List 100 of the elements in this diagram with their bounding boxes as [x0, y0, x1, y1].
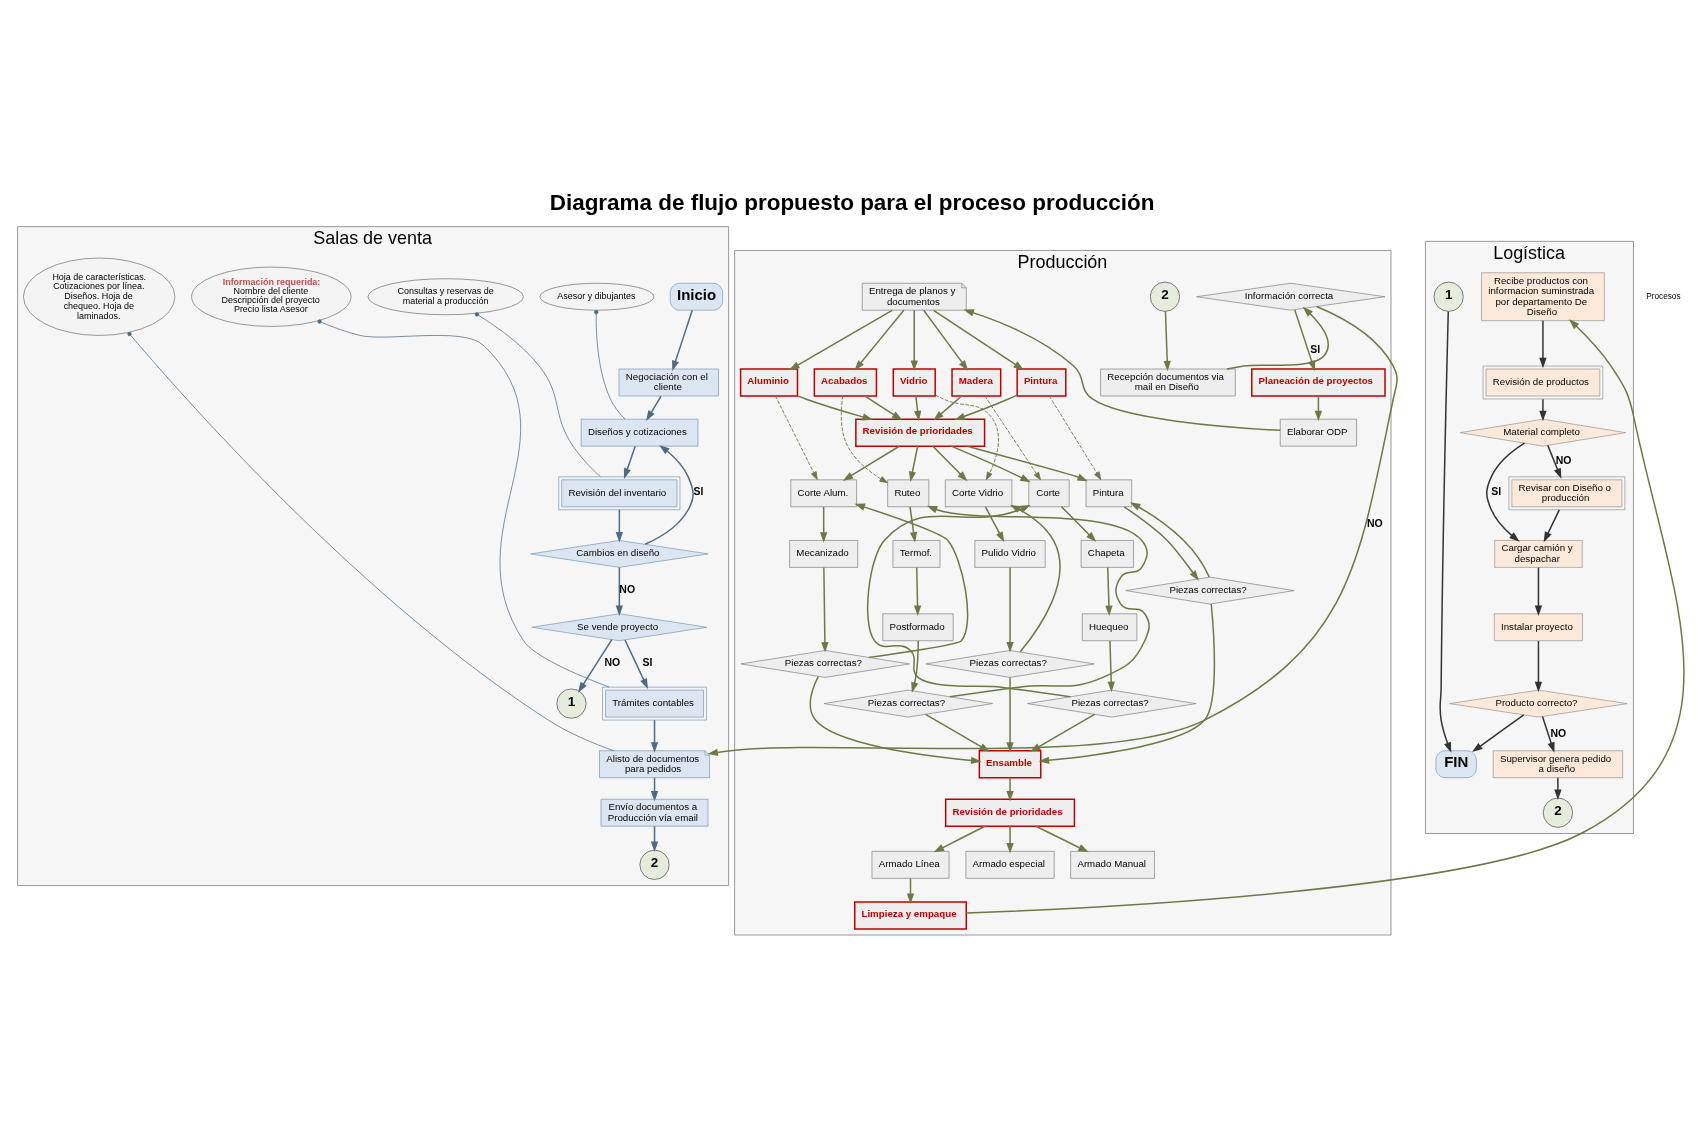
node-circle: 2 [1542, 797, 1573, 828]
node-diamond: Piezas correctas? [1125, 576, 1295, 605]
node-box: Madera [951, 368, 1002, 397]
arrow [866, 504, 1072, 698]
arrow [1030, 713, 1096, 752]
node-box: Limpieza y empaque [854, 901, 967, 930]
node-ellipse: Asesor y dibujantes [539, 282, 655, 311]
node-diamond: Piezas correctas? [823, 689, 993, 718]
node-box: Recepción documentos via mail en Diseño [1100, 368, 1236, 397]
arrow [933, 825, 986, 853]
arrow [1060, 506, 1097, 542]
arrow [909, 506, 918, 543]
arrow [1123, 506, 1199, 581]
node-box: Mecanizado [789, 540, 859, 568]
arrow [854, 503, 969, 659]
node-box: Ruteo [887, 479, 930, 508]
arrow [796, 395, 873, 421]
node-diamond: Material completo [1459, 418, 1627, 447]
arrow [1006, 676, 1014, 753]
arrow [1554, 777, 1562, 801]
arrow [932, 445, 968, 482]
edge-label: NO [1367, 518, 1383, 530]
arrow [864, 395, 903, 421]
node-box: Revisión de prioridades [855, 418, 986, 447]
node-circle: 1 [556, 688, 587, 719]
node-box: Armado Línea [871, 850, 950, 879]
node-box: Pintura [1085, 479, 1133, 508]
arrow [933, 395, 963, 421]
arrow [1009, 504, 1061, 653]
arrow [1107, 640, 1115, 693]
arrow [908, 445, 919, 482]
arrow [984, 506, 1005, 543]
node-box: Envío documentos a Producción vía email [600, 798, 709, 827]
edge-label: SI [1491, 486, 1502, 498]
node-circle: 2 [639, 849, 670, 880]
arrow [644, 444, 694, 546]
arrow [1038, 603, 1216, 764]
node-box: FIN [1435, 750, 1477, 779]
node-box: Elaborar ODP [1279, 418, 1357, 447]
connector [127, 331, 614, 752]
edge-label: SI [693, 486, 704, 498]
arrow [924, 713, 991, 752]
connector [594, 309, 626, 420]
arrow [789, 309, 893, 371]
arrow [774, 395, 818, 480]
arrow [984, 395, 1041, 481]
arrow [922, 309, 969, 371]
node-diamond: Cambios en diseño [530, 540, 709, 568]
arrow [1543, 509, 1560, 543]
arrow [615, 509, 624, 543]
node-box: Postformado [882, 613, 954, 642]
node-box: Corte Vidrio [944, 479, 1013, 508]
arrow [1163, 310, 1171, 372]
node-circle: 1 [1433, 281, 1464, 312]
arrow [954, 394, 1018, 420]
arrow [1006, 566, 1014, 653]
node-box: Pintura [1016, 368, 1067, 397]
connector [474, 312, 601, 478]
arrow [1534, 640, 1543, 693]
arrow [821, 566, 829, 653]
arrow [646, 395, 662, 421]
node-diamond: Piezas correctas? [925, 650, 1095, 678]
arrow [1105, 566, 1113, 617]
arrow [932, 309, 1025, 371]
arrow [913, 566, 922, 617]
arrow [950, 445, 1031, 483]
label: Procesos [1646, 291, 1681, 301]
node-diamond: Producto correcto? [1449, 689, 1628, 718]
node-box: Vidrio [892, 368, 936, 397]
arrow [840, 395, 888, 484]
node-box: Instalar proyecto [1493, 613, 1583, 642]
edge-label: NO [619, 583, 636, 595]
node-box: Aluminio [739, 368, 799, 397]
arrow [910, 309, 918, 372]
arrow [707, 305, 1398, 757]
arrow [914, 395, 922, 422]
arrow [854, 309, 905, 371]
arrow [577, 638, 613, 693]
node-box: Planeación de proyectos [1251, 368, 1386, 397]
arrow [1006, 825, 1014, 854]
edge-label: NO [1555, 454, 1572, 466]
arrow [615, 566, 624, 617]
node-box: Acabados [813, 368, 878, 397]
node-box: Recibe productos con informacion suminstrada por departamento De Diseño [1481, 272, 1605, 322]
node-box: Negociación con el cliente [618, 368, 719, 397]
arrow [623, 445, 636, 479]
arrow [650, 719, 659, 753]
node-box: Chapeta [1080, 540, 1134, 568]
node-box: Corte [1028, 479, 1070, 508]
edge-label: NO [604, 656, 621, 668]
node-box: Ensamble [978, 750, 1042, 779]
edge-label: SI [642, 656, 653, 668]
node-box: Diseños y cotizaciones [580, 418, 699, 447]
arrow [842, 445, 901, 481]
arrow [1472, 714, 1525, 753]
node-box: Corte Alum. [790, 479, 857, 508]
node-box: Revisión de prioridades [944, 798, 1076, 827]
arrow [966, 445, 1088, 482]
arrow [1035, 825, 1089, 853]
node-box: Cargar camión y despachar [1494, 540, 1583, 568]
